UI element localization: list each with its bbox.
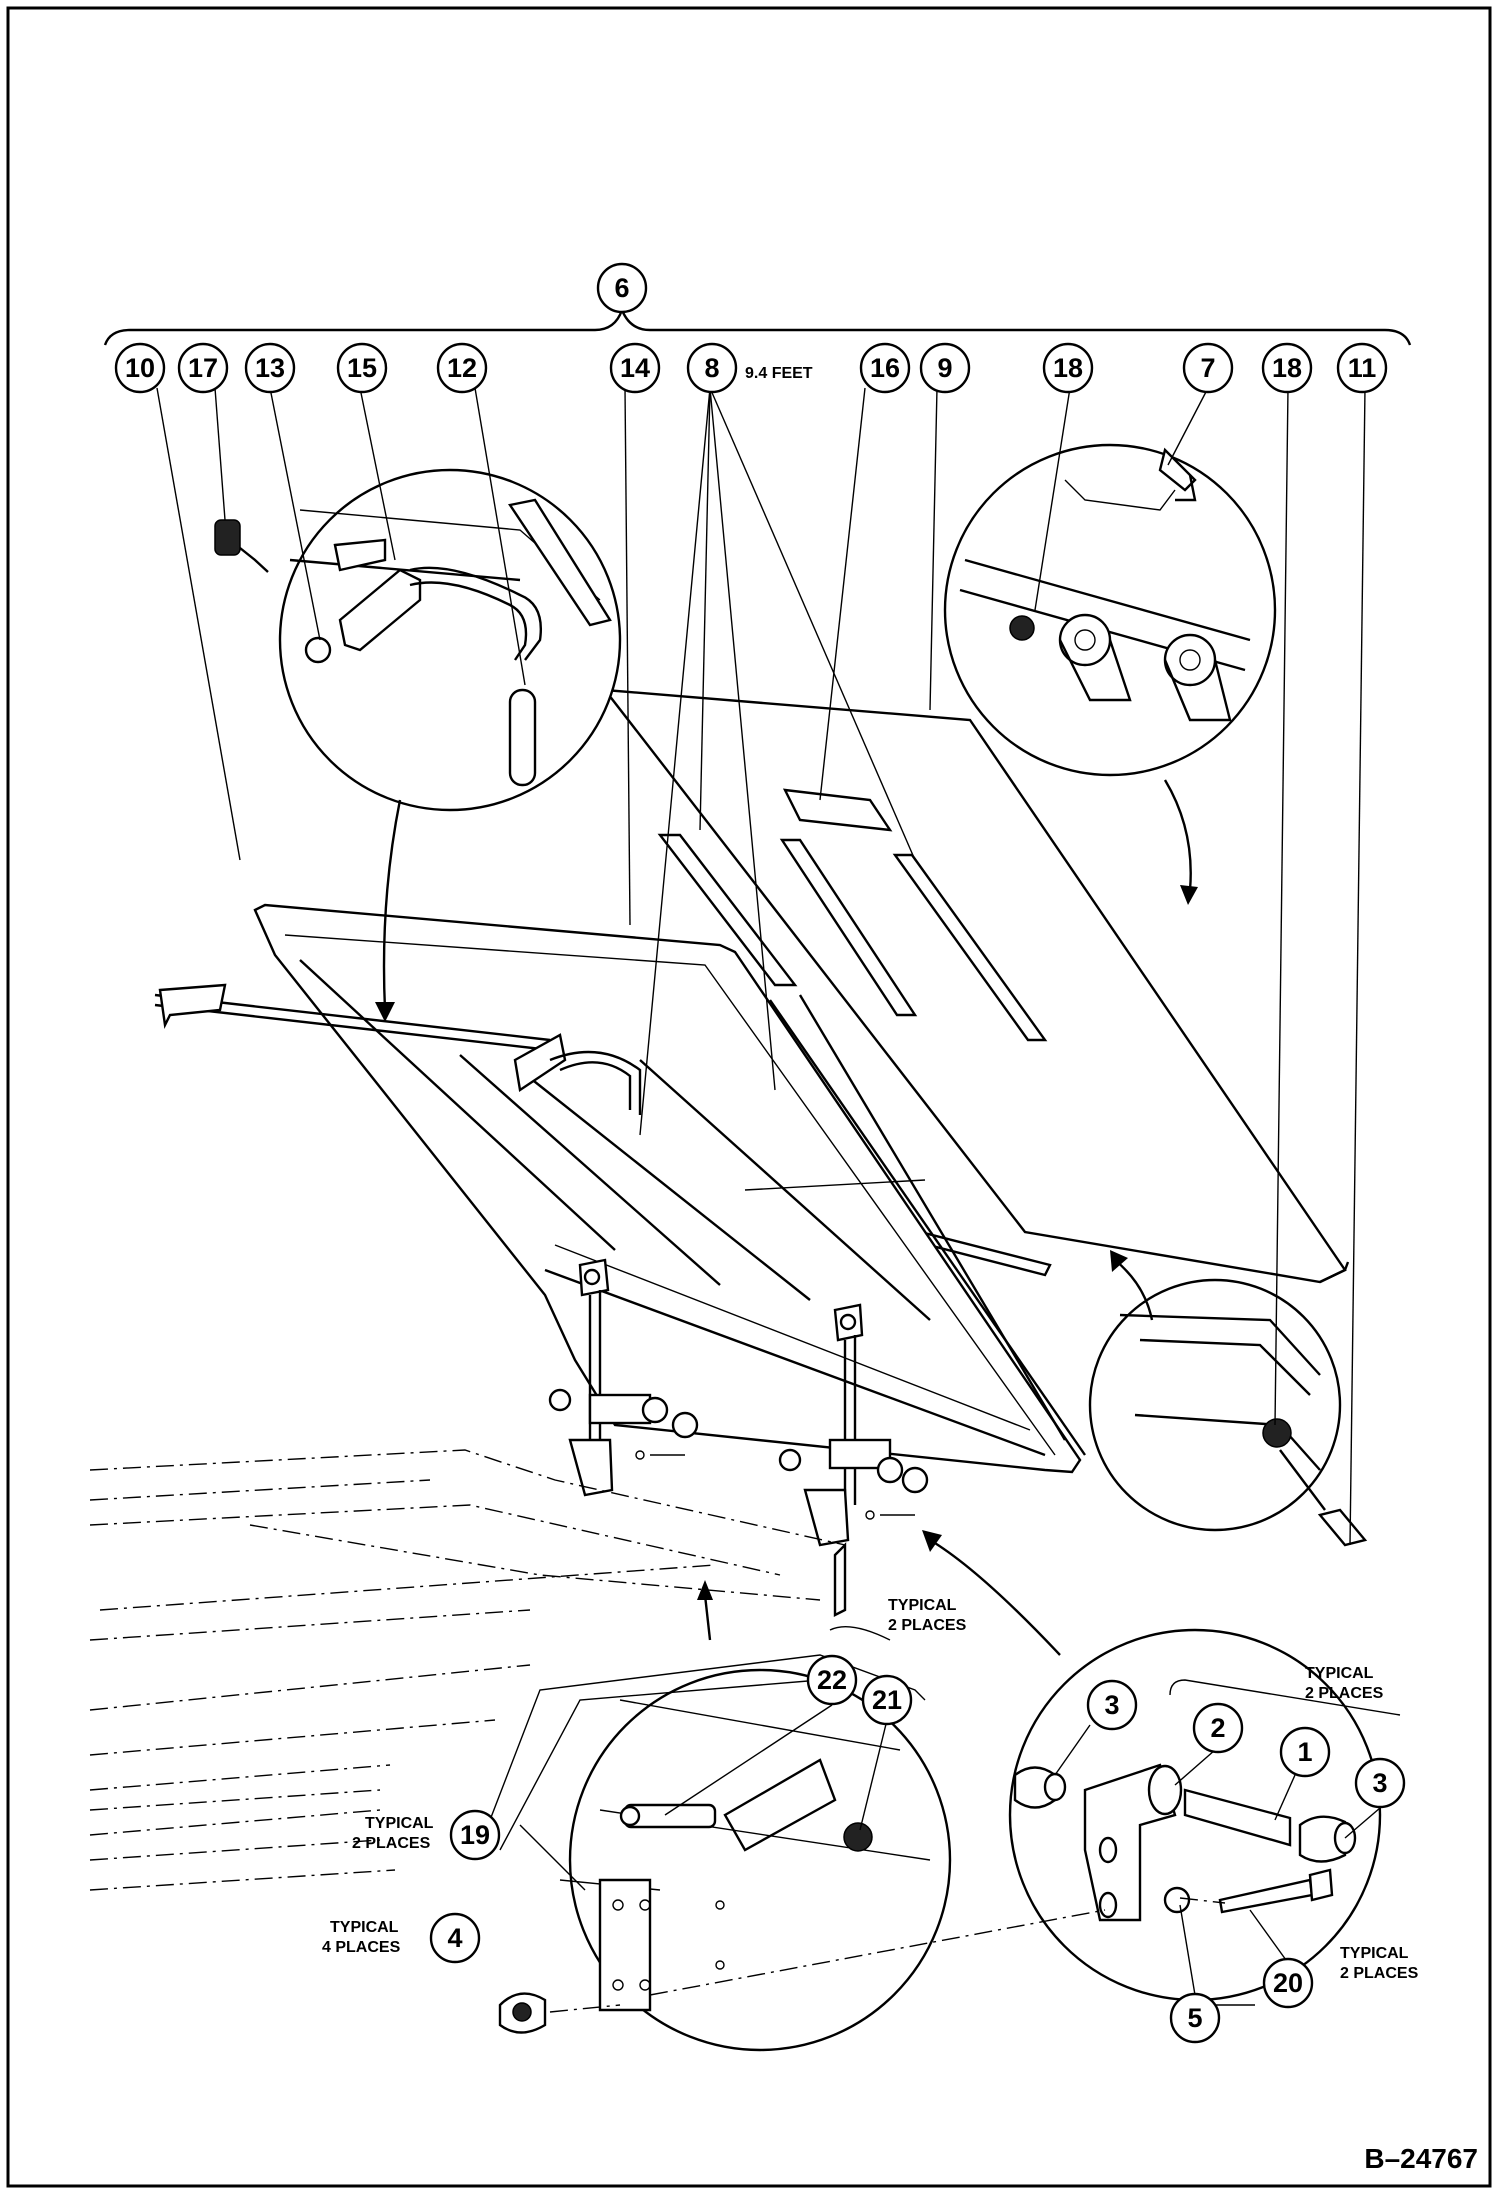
typical-hinge-line1: TYPICAL — [1305, 1665, 1374, 1682]
svg-text:7: 7 — [1200, 353, 1215, 383]
svg-text:3: 3 — [1104, 1690, 1119, 1720]
detail-frame-bolt — [1088, 1278, 1368, 1547]
callout-6: 6 — [596, 262, 648, 314]
callout-17: 17 — [177, 342, 229, 394]
callout-10: 10 — [114, 342, 166, 394]
frame — [154, 903, 1086, 1474]
page-border — [6, 6, 1492, 2188]
svg-text:1: 1 — [1297, 1737, 1312, 1767]
typical-note-line1: TYPICAL — [888, 1597, 957, 1614]
svg-text:12: 12 — [447, 353, 477, 383]
svg-text:11: 11 — [1348, 353, 1377, 383]
callout-18: 18 — [1042, 342, 1094, 394]
typical-note-line2: 2 PLACES — [888, 1617, 967, 1634]
typical-bolt-line1: TYPICAL — [1340, 1945, 1409, 1962]
svg-text:9: 9 — [937, 353, 952, 383]
svg-text:8: 8 — [704, 353, 719, 383]
document-number: B–24767 — [1364, 2143, 1478, 2174]
callout-12: 12 — [436, 342, 488, 394]
callout-2: 2 — [1192, 1702, 1244, 1754]
callout-3a: 3 — [1086, 1679, 1138, 1731]
callout-7: 7 — [1182, 342, 1234, 394]
hinge-brackets — [548, 1258, 929, 1547]
callout-5: 5 — [1169, 1992, 1221, 2044]
callout-16: 16 — [859, 342, 911, 394]
typical4-line2: 4 PLACES — [322, 1939, 401, 1956]
svg-text:19: 19 — [460, 1820, 490, 1850]
svg-text:4: 4 — [447, 1923, 462, 1953]
detail-latch — [214, 468, 622, 812]
callout-22: 22 — [806, 1654, 858, 1706]
typical4-line1: TYPICAL — [330, 1919, 399, 1936]
typical-left-line1: TYPICAL — [365, 1815, 434, 1832]
svg-text:17: 17 — [188, 353, 218, 383]
assembly-bracket — [103, 306, 1412, 346]
callout-19: 19 — [449, 1809, 501, 1861]
typical-hinge-line2: 2 PLACES — [1305, 1685, 1384, 1702]
mounting-plate — [498, 1878, 1226, 2034]
svg-text:18: 18 — [1272, 353, 1302, 383]
callout-9: 9 — [919, 342, 971, 394]
svg-text:18: 18 — [1053, 353, 1083, 383]
svg-text:20: 20 — [1273, 1968, 1303, 1998]
callout-1: 1 — [1279, 1726, 1331, 1778]
svg-text:16: 16 — [870, 353, 900, 383]
callout-3b: 3 — [1354, 1757, 1406, 1809]
svg-text:6: 6 — [614, 273, 629, 303]
notes: TYPICAL 2 PLACES TYPICAL 2 PLACES TYPICA… — [322, 1597, 1419, 1982]
callout-8: 8 — [686, 342, 738, 394]
svg-text:14: 14 — [620, 353, 650, 383]
typical-left-line2: 2 PLACES — [352, 1835, 431, 1852]
svg-text:15: 15 — [347, 353, 377, 383]
detail-hinge-bolts — [943, 443, 1277, 777]
callout-18b: 18 — [1261, 342, 1313, 394]
svg-text:3: 3 — [1372, 1768, 1387, 1798]
truck-bed — [89, 1449, 847, 1891]
callout-11: 11 — [1336, 342, 1388, 394]
svg-text:2: 2 — [1210, 1713, 1225, 1743]
callouts: 6 10 17 13 15 12 14 8 9.4 FEET 16 9 18 7… — [114, 262, 1406, 2044]
typical-bolt-line2: 2 PLACES — [1340, 1965, 1419, 1982]
arrows — [375, 779, 1198, 1656]
svg-text:13: 13 — [255, 353, 285, 383]
feet-note: 9.4 FEET — [745, 365, 813, 382]
callout-13: 13 — [244, 342, 296, 394]
detail-bolt-nut — [559, 1668, 952, 2052]
svg-text:10: 10 — [125, 353, 155, 383]
callout-20: 20 — [1262, 1957, 1314, 2009]
callout-14: 14 — [609, 342, 661, 394]
svg-text:22: 22 — [817, 1665, 847, 1695]
svg-text:5: 5 — [1187, 2003, 1202, 2033]
leader-lines — [156, 387, 1401, 2006]
svg-text:21: 21 — [872, 1685, 902, 1715]
callout-21: 21 — [861, 1674, 913, 1726]
callout-15: 15 — [336, 342, 388, 394]
callout-4: 4 — [429, 1912, 481, 1964]
